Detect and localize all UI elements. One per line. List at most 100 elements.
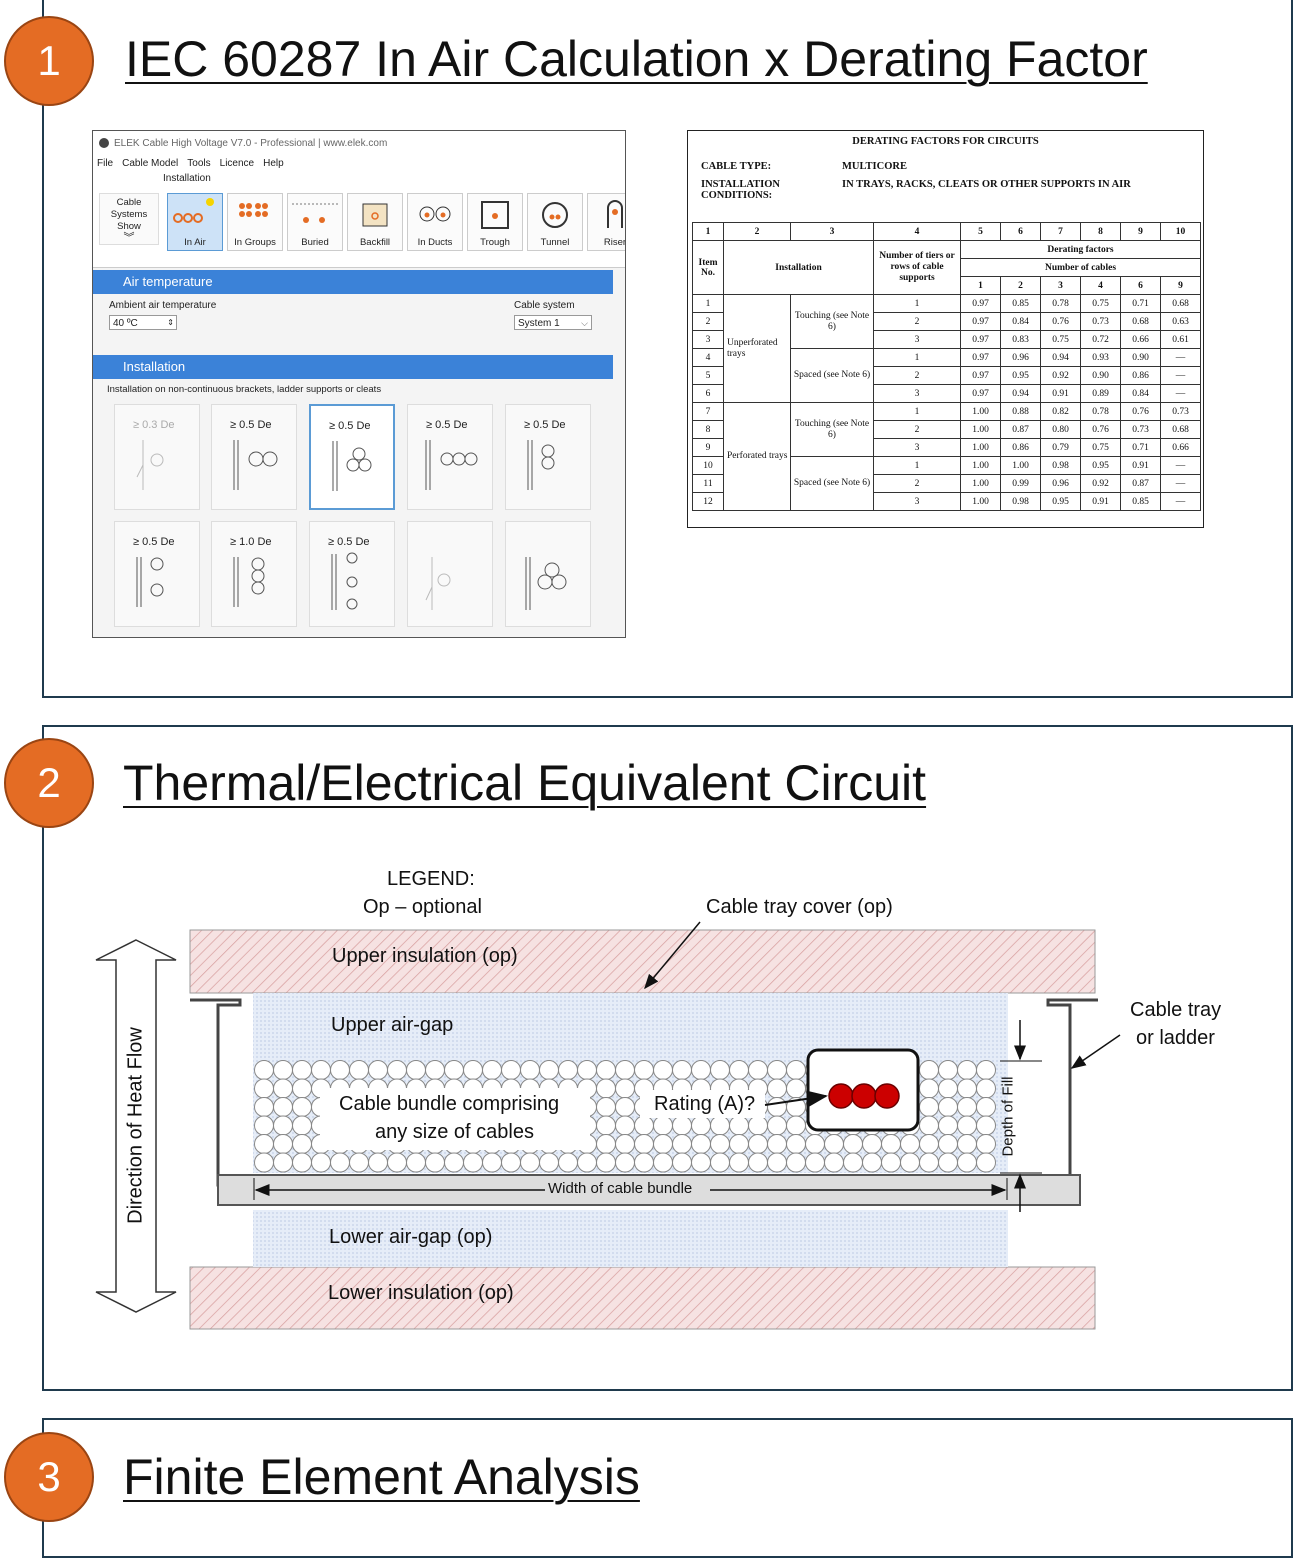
cable-circle bbox=[406, 1060, 426, 1080]
cable-circle bbox=[444, 1152, 464, 1173]
cable-circle bbox=[900, 1152, 920, 1173]
install-card-9[interactable] bbox=[407, 521, 493, 627]
installation-conditions-label: INSTALLATION CONDITIONS: bbox=[701, 179, 780, 201]
in-ducts-icon bbox=[419, 206, 451, 222]
panel-3 bbox=[42, 1418, 1293, 1558]
cable-circle bbox=[938, 1134, 958, 1154]
install-card-5-label: ≥ 0.5 De bbox=[524, 419, 566, 431]
cable-circle bbox=[482, 1152, 502, 1173]
cable-system-select[interactable]: System 1⌵ bbox=[514, 315, 592, 330]
cable-tray-leader bbox=[1070, 1034, 1121, 1069]
cable-circle bbox=[520, 1060, 540, 1080]
air-temperature-section-header[interactable]: Air temperature bbox=[93, 270, 613, 294]
ribbon-in-air-button[interactable]: In Air bbox=[167, 193, 223, 251]
arrangement-label: Touching (see Note 6) bbox=[790, 294, 874, 349]
installation-section-header[interactable]: Installation bbox=[93, 355, 613, 379]
cable-circle bbox=[634, 1152, 654, 1173]
header-tiers: Number of tiers or rows of cable support… bbox=[873, 240, 961, 295]
cable-circle bbox=[957, 1134, 977, 1154]
ribbon-trough-button[interactable]: Trough bbox=[467, 193, 523, 251]
cable-circle bbox=[292, 1060, 312, 1080]
bracket-three-flat-icon bbox=[425, 440, 478, 490]
install-card-10[interactable] bbox=[505, 521, 591, 627]
lower-air-gap-label: Lower air-gap (op) bbox=[329, 1226, 493, 1248]
install-card-6[interactable]: ≥ 0.5 De bbox=[114, 521, 200, 627]
cable-circle bbox=[881, 1152, 901, 1173]
cable-circle bbox=[615, 1078, 635, 1099]
ribbon-in-groups-button[interactable]: In Groups bbox=[227, 193, 283, 251]
cable-type-label: CABLE TYPE: bbox=[701, 161, 772, 172]
cable-systems-show-button[interactable]: Cable Systems Show ︾ bbox=[99, 193, 159, 245]
ambient-temperature-value: 40 ºC bbox=[113, 318, 138, 329]
ambient-temperature-input[interactable]: 40 ºC⇕ bbox=[109, 315, 177, 330]
arrangement-label: Touching (see Note 6) bbox=[790, 402, 874, 457]
cable-circle bbox=[976, 1134, 996, 1154]
header-item-no: Item No. bbox=[692, 240, 724, 295]
install-card-7-label: ≥ 1.0 De bbox=[230, 536, 272, 548]
cable-circle bbox=[501, 1060, 521, 1080]
cable-circle bbox=[539, 1152, 559, 1173]
ribbon-backfill-button[interactable]: Backfill bbox=[347, 193, 403, 251]
cable-circle bbox=[767, 1097, 787, 1117]
table-cell: 0.91 bbox=[1080, 492, 1121, 511]
tray-cover-leader bbox=[644, 921, 701, 990]
install-card-4[interactable]: ≥ 0.5 De bbox=[407, 404, 493, 510]
cable-circle bbox=[938, 1152, 958, 1173]
ribbon-buried-button[interactable]: Buried bbox=[287, 193, 343, 251]
cable-circle bbox=[444, 1060, 464, 1080]
backfill-icon bbox=[362, 203, 388, 227]
cable-circle bbox=[748, 1134, 768, 1154]
menu-file[interactable]: File bbox=[97, 157, 114, 169]
cable-circle bbox=[976, 1097, 996, 1117]
ribbon-in-ducts-button[interactable]: In Ducts bbox=[407, 193, 463, 251]
cable-circle bbox=[957, 1078, 977, 1099]
cable-system-value: System 1 bbox=[518, 318, 560, 329]
cable-circle bbox=[767, 1152, 787, 1173]
cable-circle bbox=[976, 1078, 996, 1099]
menu-tools[interactable]: Tools bbox=[187, 157, 211, 169]
cable-circle bbox=[349, 1152, 369, 1173]
menu-cable-model[interactable]: Cable Model bbox=[122, 157, 179, 169]
cable-circle bbox=[596, 1115, 616, 1136]
install-card-7[interactable]: ≥ 1.0 De bbox=[211, 521, 297, 627]
install-card-2[interactable]: ≥ 0.5 De bbox=[211, 404, 297, 510]
ribbon-riser-button[interactable]: Riser bbox=[587, 193, 626, 251]
cable-circle bbox=[919, 1134, 939, 1154]
menu-licence[interactable]: Licence bbox=[219, 157, 255, 169]
menu-help[interactable]: Help bbox=[263, 157, 284, 169]
cable-circle bbox=[710, 1060, 730, 1080]
cable-circle bbox=[729, 1115, 749, 1136]
ribbon-tunnel-button[interactable]: Tunnel bbox=[527, 193, 583, 251]
rating-arrow bbox=[764, 1090, 828, 1107]
cable-circle bbox=[254, 1078, 274, 1099]
panel-3-title: Finite Element Analysis bbox=[123, 1449, 640, 1505]
table-row: Item No. Installation Number of tiers or… bbox=[692, 240, 1201, 295]
bracket-three-vertical-icon bbox=[233, 557, 265, 607]
cable-circle bbox=[843, 1152, 863, 1173]
buried-icon bbox=[292, 203, 338, 223]
install-card-5[interactable]: ≥ 0.5 De bbox=[505, 404, 591, 510]
table-cell: 12 bbox=[692, 492, 724, 511]
cable-circle bbox=[786, 1134, 806, 1154]
rating-label-backdrop bbox=[640, 1090, 765, 1118]
derating-table-panel: DERATING FACTORS FOR CIRCUITS CABLE TYPE… bbox=[687, 130, 1204, 528]
heat-flow-arrow bbox=[95, 939, 177, 1313]
cable-circle bbox=[577, 1060, 597, 1080]
install-card-8[interactable]: ≥ 0.5 De bbox=[309, 521, 395, 627]
cable-circle bbox=[881, 1134, 901, 1154]
table-cell: 0.98 bbox=[1000, 492, 1041, 511]
group-label: Unperforated trays bbox=[723, 294, 791, 403]
cable-circle bbox=[615, 1115, 635, 1136]
panel-3-number-badge: 3 bbox=[4, 1432, 94, 1522]
cable-circle bbox=[843, 1134, 863, 1154]
cable-circle bbox=[463, 1060, 483, 1080]
install-card-3[interactable]: ≥ 0.5 De bbox=[309, 404, 395, 510]
cable-circle bbox=[938, 1097, 958, 1117]
cable-circle bbox=[387, 1060, 407, 1080]
install-card-1[interactable]: ≥ 0.3 De bbox=[114, 404, 200, 510]
ribbon-riser-label: Riser bbox=[603, 237, 626, 248]
cable-circle bbox=[672, 1134, 692, 1154]
cable-circle bbox=[957, 1152, 977, 1173]
